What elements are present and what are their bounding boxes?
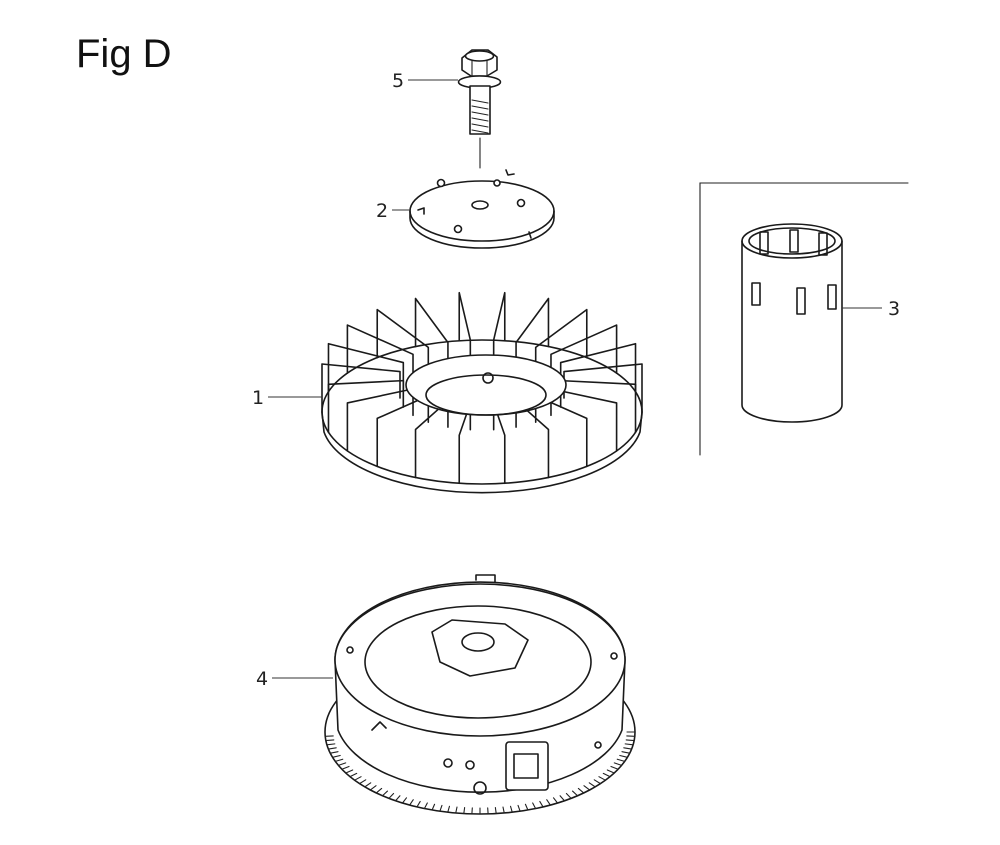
gear-tooth <box>395 795 401 802</box>
gear-tooth <box>354 776 362 781</box>
gear-tooth <box>532 802 537 810</box>
gear-tooth <box>619 754 628 758</box>
callout-number-5: 5 <box>392 70 404 92</box>
callout-number-3: 3 <box>888 298 900 320</box>
fan-blade <box>346 324 414 382</box>
gear-tooth <box>327 747 337 750</box>
gear-tooth <box>341 765 350 770</box>
fan-blade <box>515 297 550 370</box>
gear-tooth <box>552 797 559 804</box>
gear-tooth <box>598 776 606 781</box>
gear-tooth <box>613 762 623 766</box>
figure-title: Fig D <box>76 32 172 76</box>
gear-tooth <box>623 747 633 750</box>
gear-tooth <box>447 805 450 813</box>
gear-tooth <box>455 806 458 814</box>
gear-tooth <box>571 790 579 797</box>
gear-tooth <box>349 772 358 778</box>
gear-tooth <box>381 790 389 797</box>
gear-tooth <box>524 803 529 811</box>
gear-tooth <box>409 799 414 806</box>
callout-number-2: 2 <box>376 200 388 222</box>
fan-blade <box>559 379 637 434</box>
gear-tooth <box>624 743 634 746</box>
gear-tooth <box>502 806 505 814</box>
gear-tooth <box>602 772 611 778</box>
fan-blade <box>327 379 405 434</box>
gear-tooth <box>593 779 602 785</box>
gear-tooth <box>423 802 428 810</box>
gear-tooth <box>334 758 344 762</box>
fan-blade <box>376 308 430 375</box>
callout-2: 2 <box>376 200 410 222</box>
gear-tooth <box>337 762 347 766</box>
gear-tooth <box>606 769 615 774</box>
gear-tooth <box>416 800 421 808</box>
fan-blade <box>458 291 472 368</box>
fan-cover-plate-part[interactable] <box>409 169 555 249</box>
flywheel-fan-part[interactable] <box>321 291 643 494</box>
callout-5: 5 <box>392 70 458 92</box>
gear-tooth <box>358 779 367 785</box>
gear-tooth <box>510 805 513 813</box>
gear-tooth <box>345 769 354 774</box>
gear-tooth <box>588 782 596 788</box>
gear-tooth <box>565 792 572 799</box>
gear-tooth <box>546 799 551 806</box>
gear-tooth <box>329 751 339 754</box>
callout-4: 4 <box>256 668 333 690</box>
gear-tooth <box>375 787 383 794</box>
flywheel-part[interactable] <box>324 574 636 815</box>
gear-tooth <box>326 743 336 746</box>
fan-blade <box>346 388 414 452</box>
gear-tooth <box>369 785 377 791</box>
gear-tooth <box>439 804 443 812</box>
gear-tooth <box>364 782 372 788</box>
fan-blade <box>414 297 449 370</box>
gear-tooth <box>621 751 631 754</box>
sleeve-part[interactable] <box>741 223 843 423</box>
gear-tooth <box>539 800 544 808</box>
fan-blade <box>492 402 506 485</box>
gear-tooth <box>401 797 408 804</box>
gear-tooth <box>332 754 341 758</box>
fan-blade <box>515 399 550 479</box>
gear-tooth <box>388 792 395 799</box>
gear-tooth <box>616 758 626 762</box>
fan-blade <box>458 402 472 485</box>
fan-blade <box>534 308 588 375</box>
gear-tooth <box>431 803 436 811</box>
gear-tooth <box>494 807 497 815</box>
gear-tooth <box>517 804 521 812</box>
gear-tooth <box>610 765 619 770</box>
gear-tooth <box>583 785 591 791</box>
gear-tooth <box>559 795 565 802</box>
fan-blade <box>327 342 405 393</box>
fan-blade <box>563 363 643 413</box>
sleeve-inset-frame <box>699 182 909 456</box>
callout-number-4: 4 <box>256 668 268 690</box>
callout-3: 3 <box>842 298 900 320</box>
callout-number-1: 1 <box>252 387 264 409</box>
gear-tooth <box>463 807 466 815</box>
flange-bolt-part[interactable] <box>457 49 502 169</box>
fan-blade <box>321 363 401 413</box>
fan-blade <box>492 291 506 368</box>
fan-blade <box>414 399 449 479</box>
callout-1: 1 <box>252 387 322 409</box>
gear-tooth <box>577 787 585 794</box>
gear-tooth <box>325 739 335 742</box>
gear-tooth <box>625 739 635 742</box>
